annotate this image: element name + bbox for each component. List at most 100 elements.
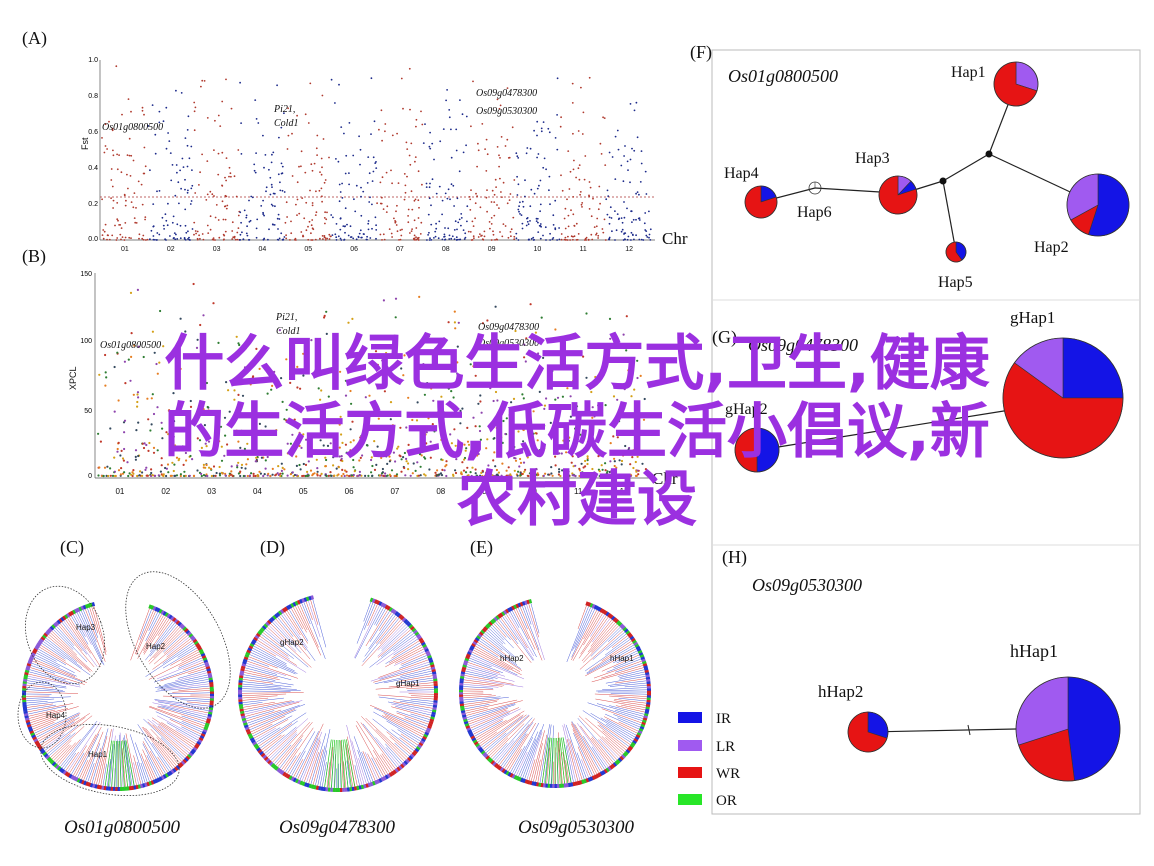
tree-branch	[522, 605, 540, 651]
a-point	[410, 190, 413, 193]
a-point	[648, 236, 650, 239]
tree-tip	[209, 682, 214, 686]
a-point	[251, 196, 254, 199]
b-point	[143, 442, 146, 445]
b-point	[463, 443, 466, 446]
tree-tip	[315, 785, 319, 790]
b-point	[300, 446, 303, 449]
clade-ellipse	[25, 585, 105, 685]
a-point	[462, 229, 465, 232]
a-point	[394, 221, 397, 224]
a-point	[570, 235, 573, 238]
tree-tip	[240, 665, 246, 670]
b-point	[480, 471, 483, 474]
f-hap2: Hap2	[1034, 239, 1069, 256]
tree-branch	[463, 686, 494, 689]
tree-branch	[312, 749, 323, 785]
a-point	[588, 195, 591, 198]
tree-tip	[396, 612, 401, 618]
b-point	[420, 441, 423, 444]
tree-branch	[607, 680, 647, 686]
b-point	[173, 420, 176, 423]
a-point	[141, 237, 144, 240]
a-point	[504, 145, 507, 147]
b-point	[107, 474, 110, 478]
h-edge	[867, 728, 1017, 733]
a-point	[381, 176, 384, 179]
tree-tip	[101, 785, 105, 790]
b-point	[169, 439, 172, 442]
tree-tip	[173, 766, 179, 772]
tree-branch	[259, 635, 289, 657]
a-point	[347, 234, 350, 237]
a-point	[241, 231, 243, 234]
tree-branch	[464, 699, 518, 712]
tree-branch	[125, 733, 137, 786]
b-point	[145, 474, 148, 477]
tree-branch	[615, 678, 647, 684]
a-point	[448, 109, 451, 111]
tree-branch	[157, 706, 207, 722]
b-point	[297, 408, 300, 411]
tree-branch	[301, 731, 323, 782]
b-point	[582, 449, 585, 452]
pie-outline	[878, 175, 918, 215]
b-point	[389, 418, 392, 421]
a-point	[310, 224, 313, 227]
b-point	[477, 402, 480, 405]
b-point	[516, 474, 519, 477]
b-point	[241, 394, 245, 397]
a-point	[217, 114, 220, 117]
tree-branch	[410, 713, 430, 720]
b-point	[339, 370, 342, 373]
tree-tip	[581, 779, 585, 785]
tree-tip	[509, 606, 514, 612]
tree-branch	[30, 716, 54, 726]
tree-tip	[641, 658, 646, 663]
tree-tip	[43, 753, 49, 758]
b-point	[212, 474, 215, 477]
tree-branch	[377, 622, 405, 651]
b-point	[291, 471, 294, 474]
a-point	[282, 238, 285, 241]
a-point	[257, 122, 260, 124]
tree-tip	[589, 603, 594, 608]
b-point	[612, 435, 615, 438]
b-point	[486, 438, 489, 441]
a-point	[230, 175, 232, 178]
b-point	[395, 473, 399, 476]
a-point	[193, 101, 196, 104]
tree-branch	[476, 643, 499, 658]
a-point	[188, 236, 190, 239]
a-point	[270, 203, 273, 206]
b-point	[440, 474, 444, 477]
tree-branch	[477, 641, 523, 671]
tree-tip	[599, 608, 604, 613]
b-point	[261, 353, 264, 356]
a-point	[595, 232, 598, 235]
tree-branch	[491, 624, 514, 649]
tree-tip	[252, 741, 257, 746]
a-point	[450, 156, 453, 159]
tree-tip	[272, 764, 277, 770]
tree-tip	[146, 781, 150, 787]
a-point	[524, 195, 526, 198]
b-point	[172, 469, 175, 473]
tree-tip	[570, 782, 574, 787]
tree-branch	[91, 728, 109, 784]
a-point	[168, 140, 171, 143]
tree-branch	[242, 693, 287, 696]
tree-branch	[586, 646, 636, 675]
b-point	[173, 463, 176, 466]
a-point	[187, 230, 189, 233]
tree-branch	[517, 607, 528, 630]
tree-branch	[159, 679, 209, 689]
b-point	[349, 441, 352, 444]
tree-branch	[141, 726, 174, 769]
tree-tip	[425, 729, 431, 734]
b-point	[319, 474, 322, 477]
a-point	[279, 189, 282, 192]
b-point	[493, 437, 496, 440]
tree-branch	[71, 752, 85, 775]
tree-tip	[466, 727, 471, 731]
